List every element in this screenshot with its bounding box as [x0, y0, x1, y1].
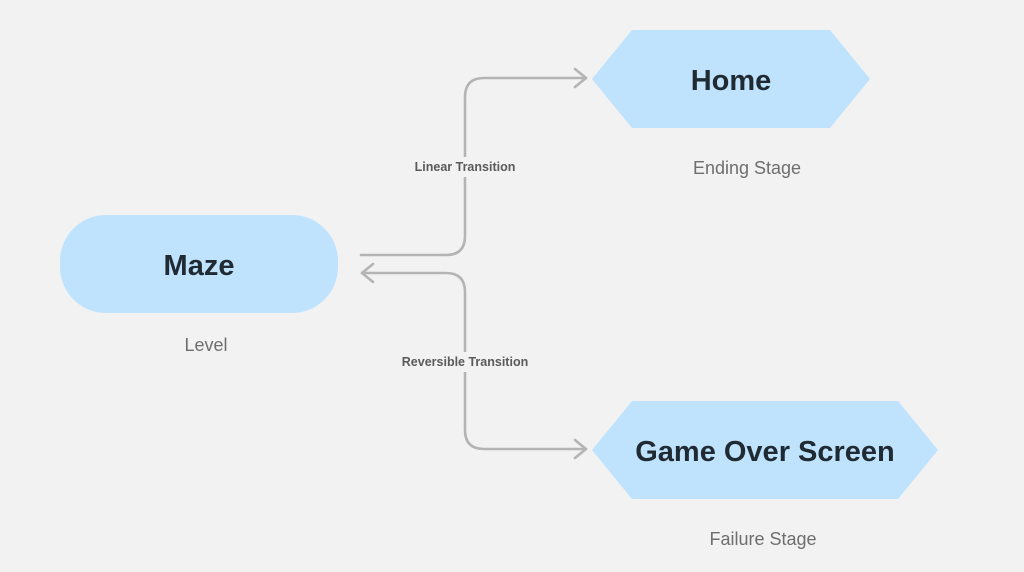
- home-node-label: Home: [691, 65, 772, 97]
- game-over-node-caption: Failure Stage: [709, 529, 816, 549]
- linear-transition-label: Linear Transition: [415, 160, 516, 174]
- linear-transition-label-bg: [405, 157, 525, 177]
- node-home[interactable]: Home: [592, 30, 870, 128]
- game-over-node-label: Game Over Screen: [635, 436, 895, 468]
- home-node-shape: [592, 30, 870, 128]
- maze-node-label: Maze: [164, 250, 235, 282]
- node-game-over-screen[interactable]: Game Over Screen: [592, 401, 938, 499]
- maze-node-caption: Level: [184, 335, 227, 355]
- linear-transition-arrowhead: [573, 67, 588, 89]
- edges: Linear Transition Reversible Transition: [359, 67, 588, 460]
- reversible-transition-label-bg: [393, 352, 537, 372]
- home-node-caption: Ending Stage: [693, 158, 801, 178]
- node-maze[interactable]: Maze: [60, 215, 338, 313]
- game-over-node-shape: [592, 401, 938, 499]
- reversible-transition-label: Reversible Transition: [402, 355, 528, 369]
- maze-node-shape: [60, 215, 338, 313]
- reversible-transition-arrowhead-to-game-over: [573, 438, 588, 460]
- reversible-transition-arrowhead-to-maze: [360, 262, 375, 284]
